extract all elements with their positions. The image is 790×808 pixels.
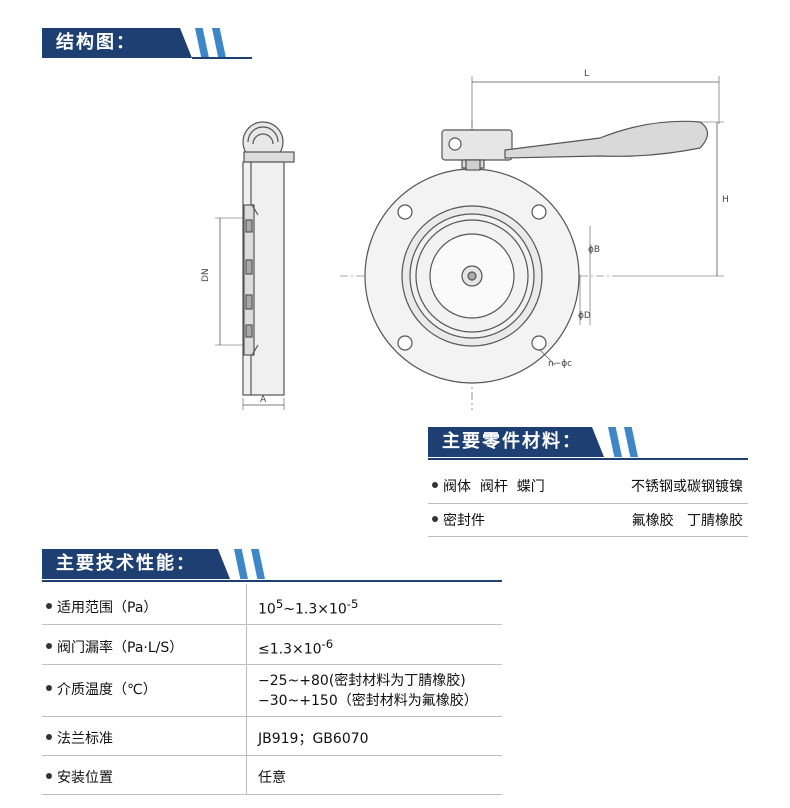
bolt-hole [397, 335, 413, 351]
part-name: 密封件 [443, 513, 485, 529]
row-divider [42, 755, 502, 756]
spec-row-flange: 法兰标准 [46, 728, 113, 748]
valve-handle [504, 120, 709, 159]
part-material: 氟橡胶 丁腈橡胶 [631, 513, 743, 529]
bullet-icon [46, 773, 52, 779]
banner-stripe [234, 549, 248, 579]
spec-value-flange: JB919；GB6070 [258, 731, 369, 747]
bullet-icon [46, 685, 52, 691]
banner-stripe [195, 28, 209, 58]
tech-banner: 主要技术性能： [42, 549, 282, 579]
parts-row-2: 密封件 氟橡胶 丁腈橡胶 [432, 510, 747, 530]
part-name: 阀体 阀杆 蝶门 [443, 479, 545, 495]
spec-label: 阀门漏率（Pa·L/S） [57, 640, 184, 656]
row-divider [42, 794, 502, 795]
spec-row-temperature: 介质温度（℃） [46, 679, 157, 699]
spec-value-leak: ≤1.3×10-6 [258, 637, 334, 658]
spec-value-range: 105~1.3×10-5 [258, 597, 359, 618]
side-stem-base [243, 151, 295, 163]
spec-label: 法兰标准 [57, 731, 113, 747]
structure-banner-title: 结构图： [42, 28, 192, 58]
banner-stripe [251, 549, 265, 579]
banner-underline [192, 57, 252, 59]
row-divider [42, 664, 502, 665]
dim-label-phiD: ϕD [578, 311, 591, 321]
spec-label: 适用范围（Pa） [57, 600, 158, 616]
tech-top-rule [42, 580, 502, 582]
part-material: 不锈钢或碳钢镀镍 [631, 479, 743, 495]
row-divider [428, 536, 748, 537]
row-divider [428, 503, 748, 504]
dim-label-DN: DN [201, 268, 211, 282]
spec-value-temperature-1: −25~+80(密封材料为丁腈橡胶) [258, 673, 466, 689]
dim-label-A: A [260, 395, 267, 405]
dim-label-n-phi-c: n−ϕc [548, 359, 572, 369]
tech-banner-title: 主要技术性能： [42, 549, 230, 579]
row-divider [42, 716, 502, 717]
spec-row-range: 适用范围（Pa） [46, 597, 157, 617]
spec-label: 介质温度（℃） [57, 682, 157, 698]
bullet-icon [46, 734, 52, 740]
spec-row-leak: 阀门漏率（Pa·L/S） [46, 637, 183, 657]
front-view [340, 76, 724, 410]
dim-label-H: H [722, 195, 729, 205]
bullet-icon [46, 643, 52, 649]
parts-row-1: 阀体 阀杆 蝶门 不锈钢或碳钢镀镍 [432, 476, 747, 496]
bullet-icon [432, 516, 438, 522]
parts-banner-title: 主要零件材料： [428, 427, 604, 457]
dim-label-L: L [584, 69, 589, 79]
parts-banner: 主要零件材料： [428, 427, 648, 457]
valve-drawing: DN A L H [201, 69, 729, 410]
spec-label: 安装位置 [57, 770, 113, 786]
structure-banner: 结构图： [42, 28, 252, 59]
bullet-icon [432, 482, 438, 488]
banner-stripe [212, 28, 226, 58]
spec-row-position: 安装位置 [46, 767, 113, 787]
bolt-hole [531, 335, 547, 351]
banner-stripe [624, 427, 638, 457]
bullet-icon [46, 603, 52, 609]
parts-top-rule [428, 458, 748, 460]
dim-label-phiB: ϕB [588, 245, 600, 255]
spec-value-temperature-2: −30~+150（密封材料为氟橡胶） [258, 693, 478, 709]
spec-column-divider [246, 584, 247, 794]
row-divider [42, 624, 502, 625]
bolt-hole [531, 204, 547, 220]
spec-value-position: 任意 [258, 770, 286, 786]
side-view [215, 121, 295, 410]
bolt-hole [397, 204, 413, 220]
banner-stripe [608, 427, 622, 457]
